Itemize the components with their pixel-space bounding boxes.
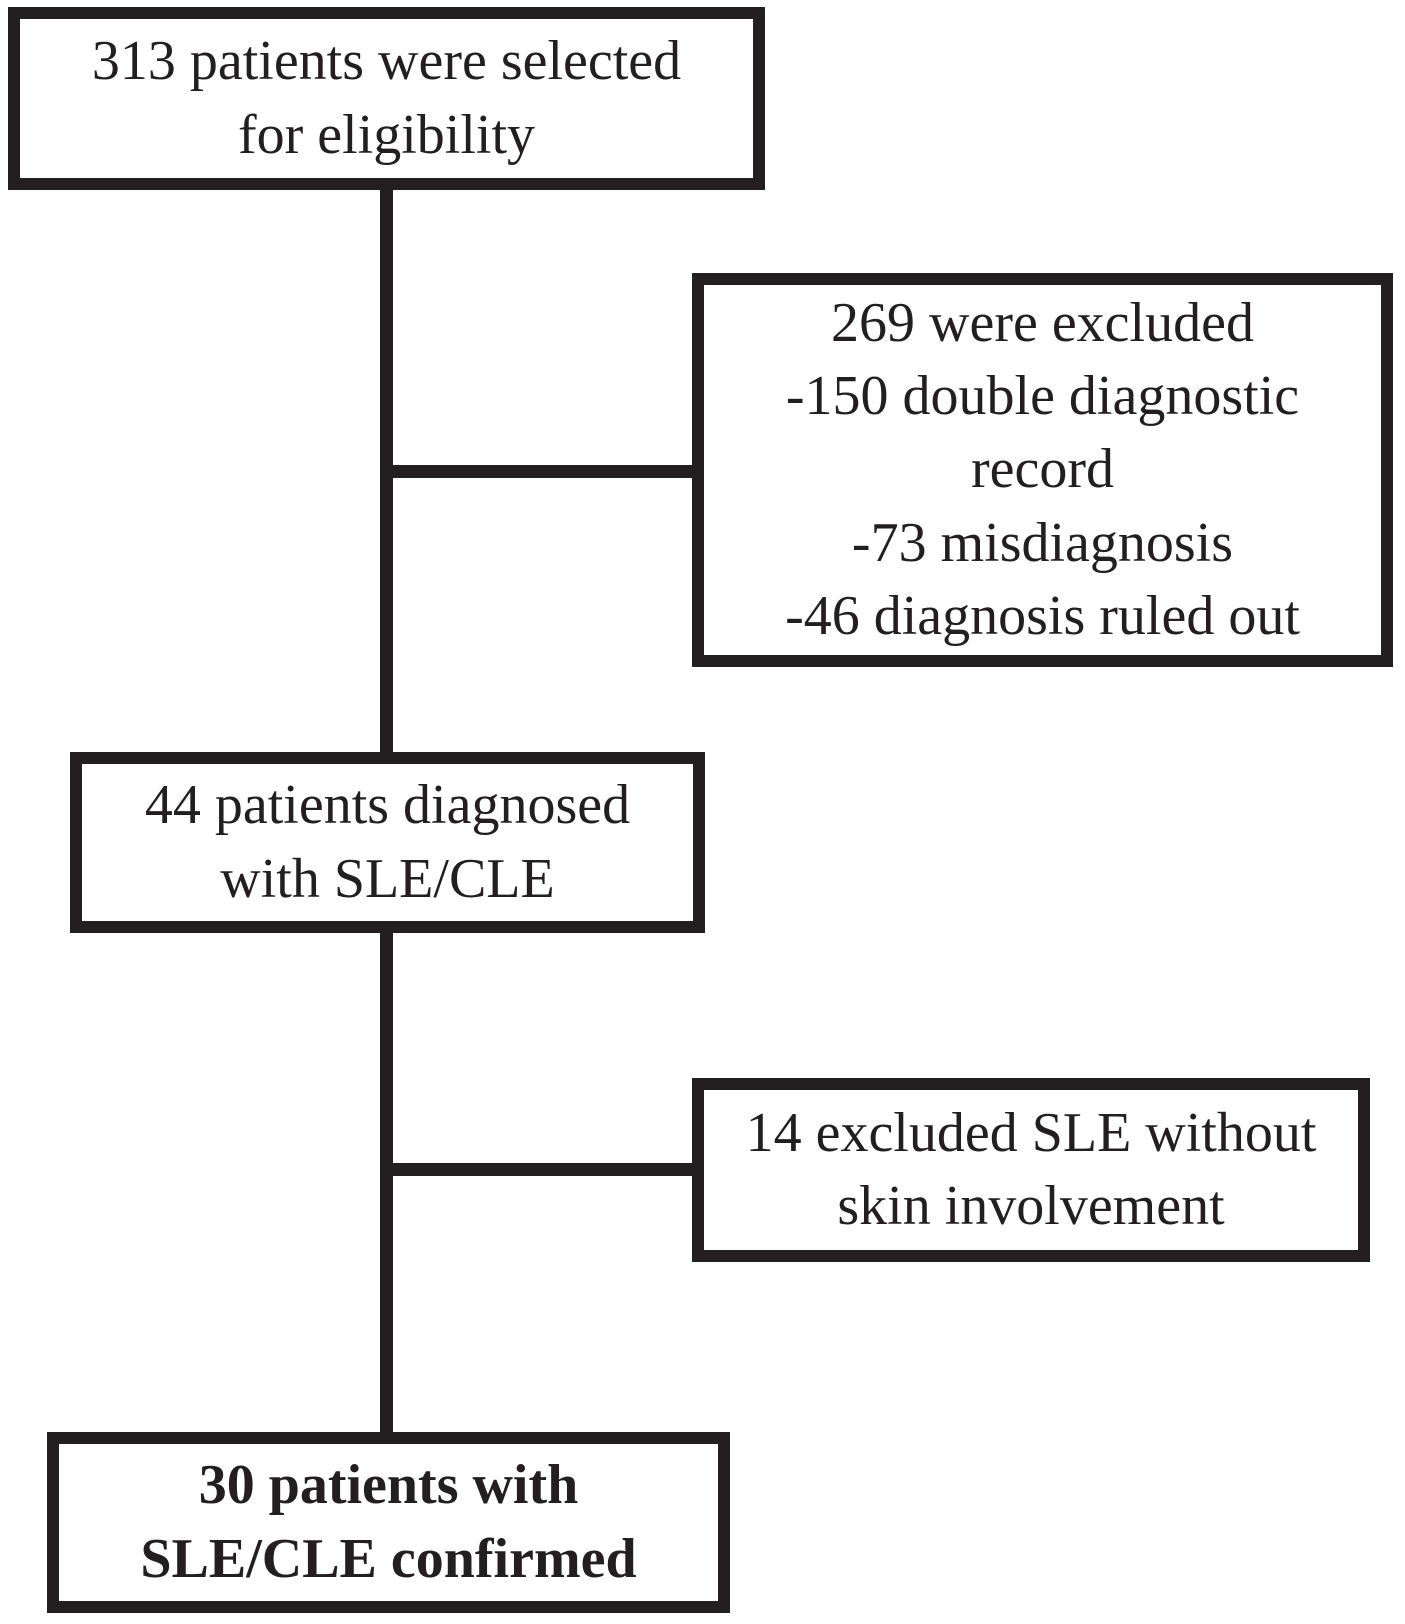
box-confirmed-sle-cle-text: 30 patients with SLE/CLE confirmed <box>140 1454 637 1590</box>
box-diagnosed-sle-cle-text: 44 patients diagnosed with SLE/CLE <box>144 774 631 910</box>
box-excluded-initial-text: 269 were excluded -150 double diagnostic… <box>785 291 1300 648</box>
box-excluded-initial: 269 were excluded -150 double diagnostic… <box>692 273 1393 667</box>
box-diagnosed-sle-cle: 44 patients diagnosed with SLE/CLE <box>70 752 705 933</box>
connector-diagnosed-to-confirmed <box>380 933 393 1432</box>
box-selected-for-eligibility: 313 patients were selected for eligibili… <box>8 7 765 190</box>
box-confirmed-sle-cle: 30 patients with SLE/CLE confirmed <box>47 1432 730 1613</box>
box-selected-for-eligibility-text: 313 patients were selected for eligibili… <box>91 30 682 166</box>
connector-branch-excluded-sle <box>386 1163 692 1176</box>
box-excluded-no-skin-involvement-text: 14 excluded SLE without skin involvement <box>745 1101 1317 1237</box>
connector-branch-excluded-initial <box>386 465 692 478</box>
box-excluded-no-skin-involvement: 14 excluded SLE without skin involvement <box>692 1078 1370 1262</box>
